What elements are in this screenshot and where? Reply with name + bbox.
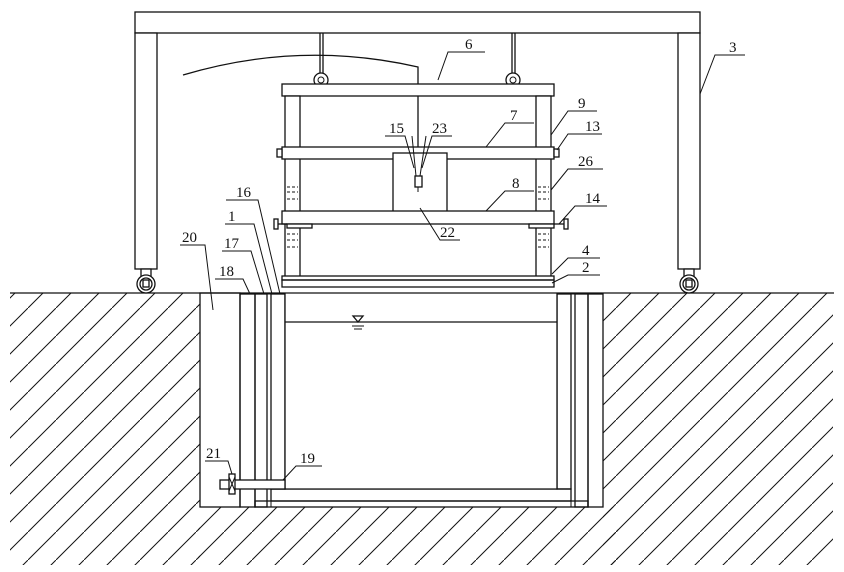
wheel-right-icon (679, 268, 699, 294)
label-14: 14 (585, 191, 601, 207)
pool-wall-left (239, 293, 286, 508)
test-frame (273, 83, 569, 288)
label-18: 18 (219, 264, 234, 280)
drain-pipe (219, 473, 286, 495)
label-26: 26 (578, 154, 594, 170)
ground-soil (10, 292, 834, 565)
leader-lines (180, 51, 745, 481)
label-16: 16 (236, 185, 252, 201)
label-21: 21 (206, 446, 221, 462)
wheel-left-icon (136, 268, 156, 294)
water-level (285, 315, 557, 330)
hangers (313, 33, 521, 88)
gantry-frame (134, 11, 701, 294)
label-8: 8 (512, 176, 520, 192)
sensor-icon (414, 175, 423, 188)
label-4: 4 (582, 243, 590, 259)
reference-labels: 6 3 9 13 7 26 8 14 4 2 15 23 22 16 1 17 … (182, 37, 737, 467)
label-23: 23 (432, 121, 447, 137)
cable (182, 54, 419, 175)
pool-wall-right (556, 293, 604, 508)
label-22: 22 (440, 225, 455, 241)
label-17: 17 (224, 236, 240, 252)
label-3: 3 (729, 40, 737, 56)
label-20: 20 (182, 230, 197, 246)
label-6: 6 (465, 37, 473, 53)
label-15: 15 (389, 121, 404, 137)
label-19: 19 (300, 451, 315, 467)
label-13: 13 (585, 119, 600, 135)
label-9: 9 (578, 96, 586, 112)
pool-bottom (254, 294, 589, 508)
label-1: 1 (228, 209, 236, 225)
label-7: 7 (510, 108, 518, 124)
label-2: 2 (582, 260, 590, 276)
